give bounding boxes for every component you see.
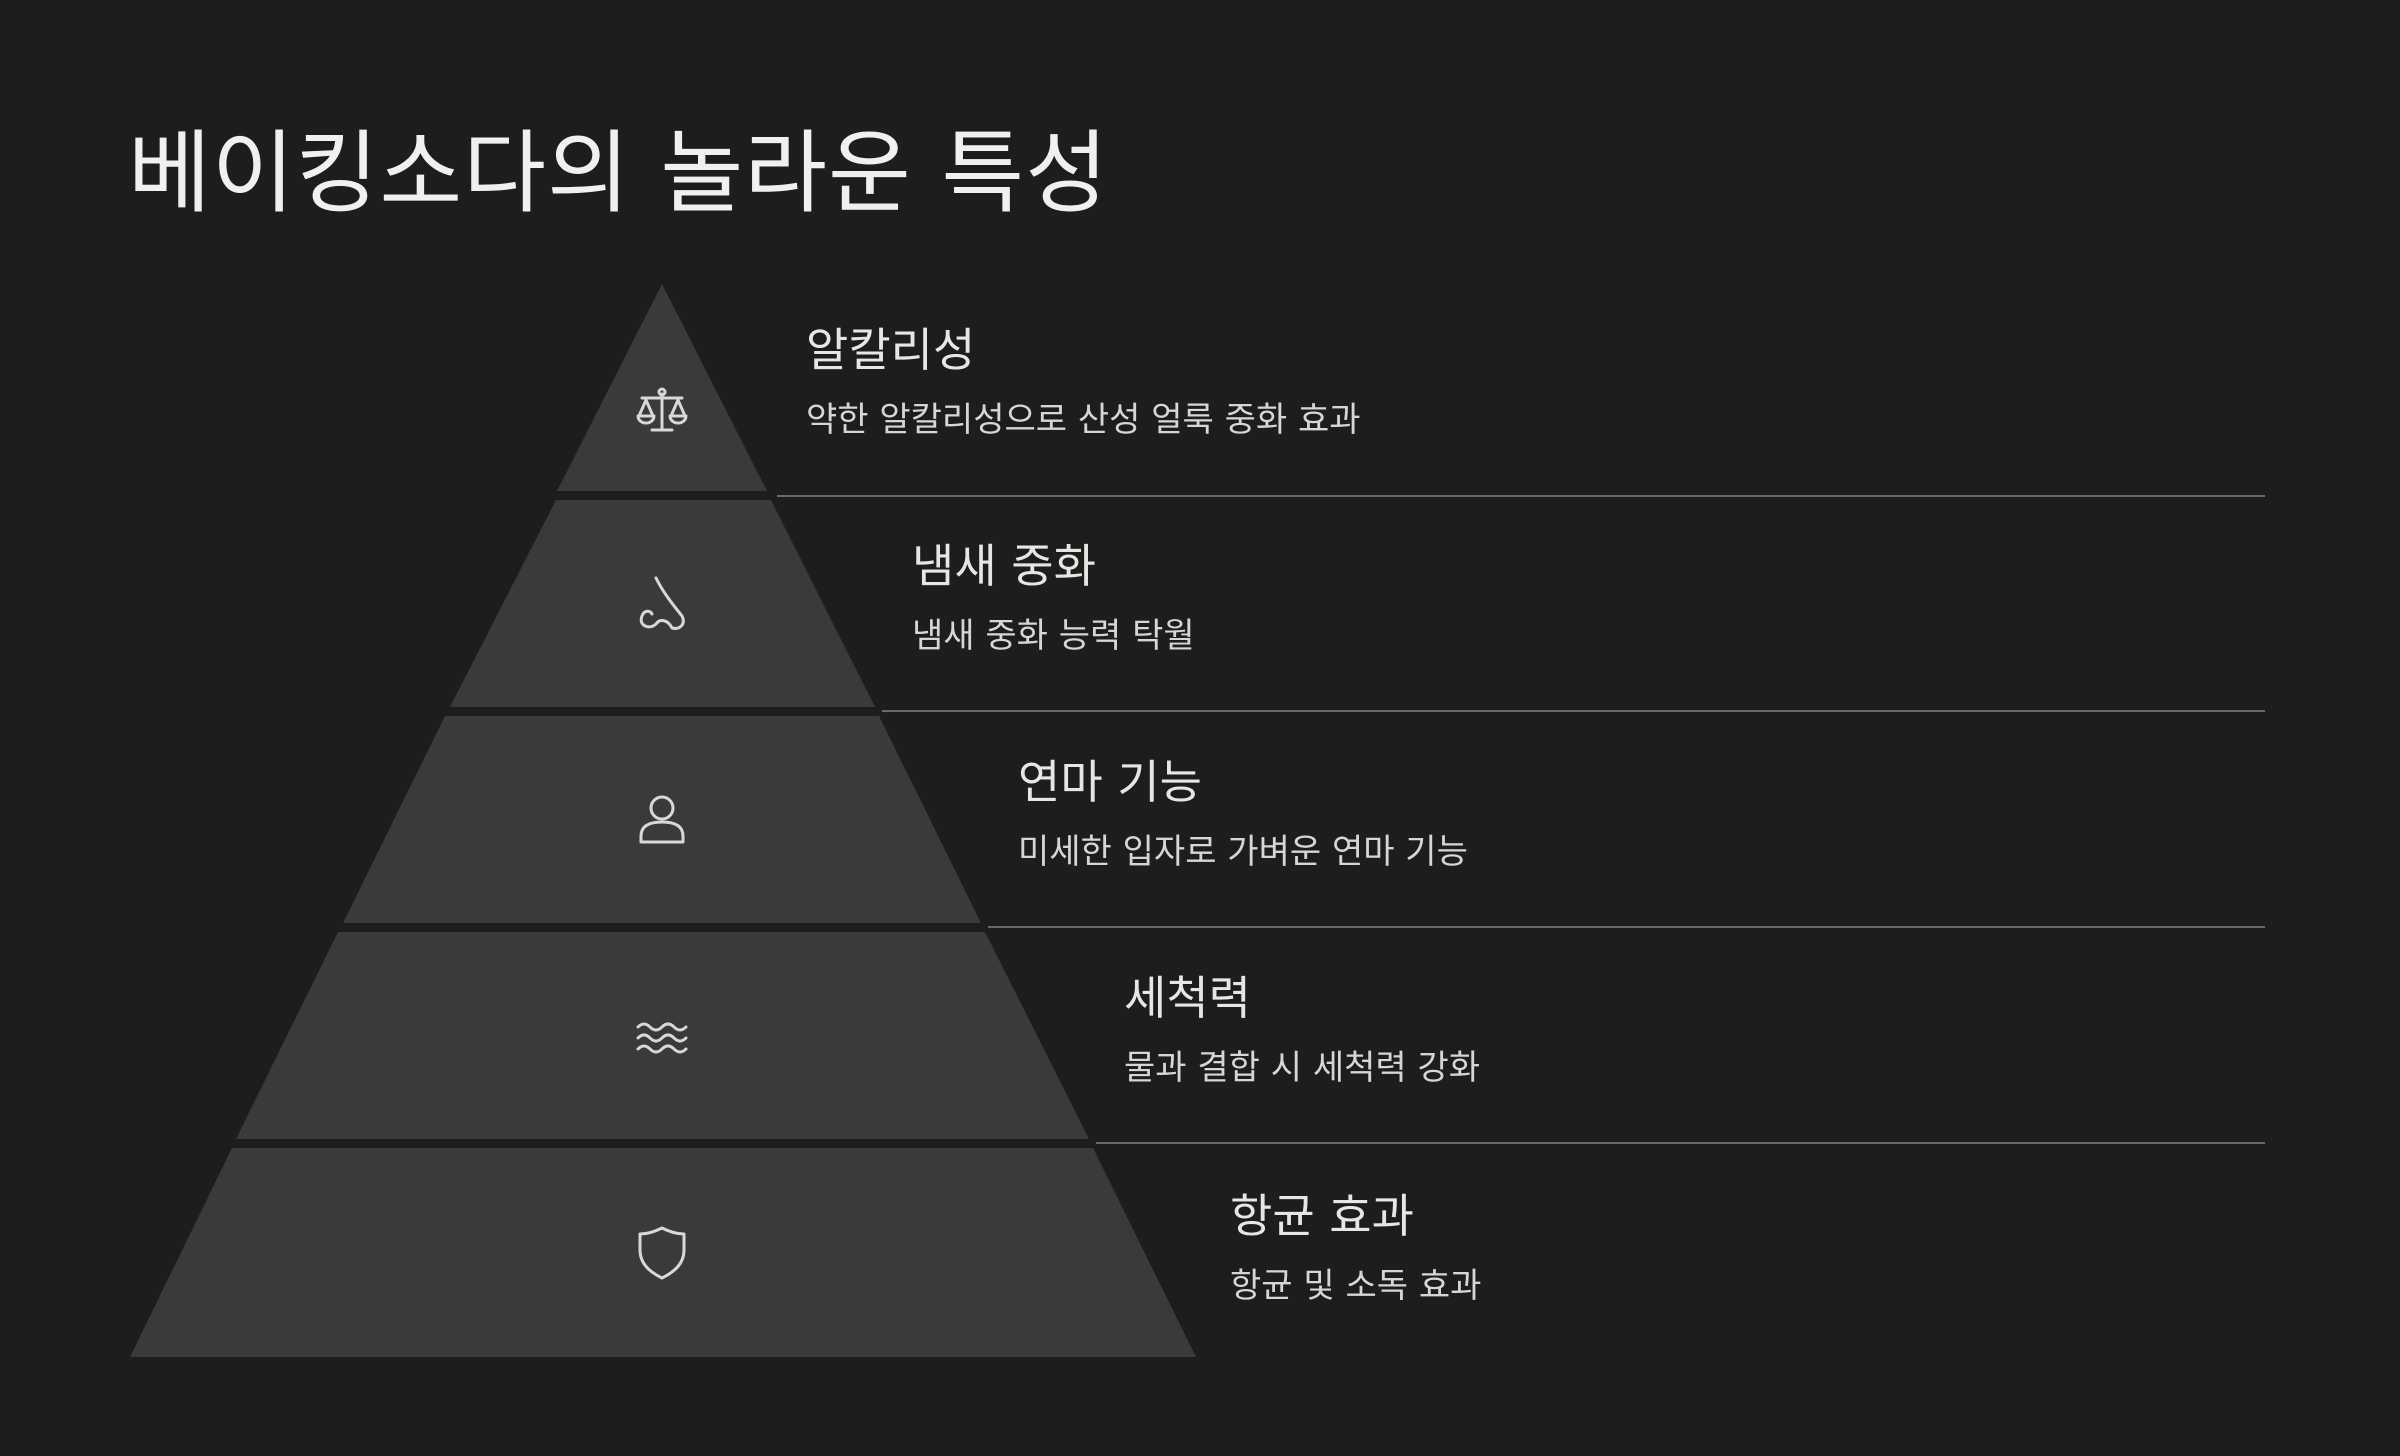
page-title: 베이킹소다의 놀라운 특성: [128, 121, 1110, 226]
nose-icon: [639, 576, 685, 630]
pyramid-tier-3: [343, 716, 2265, 928]
pyramid-tier-4: [236, 932, 2265, 1144]
tier-3-heading: 연마 기능: [1018, 755, 1202, 809]
tier-2-text: 냄새 중화 냄새 중화 능력 탁월: [912, 543, 1195, 653]
tier-4-text: 세척력 물과 결합 시 세척력 강화: [1124, 975, 1480, 1085]
pyramid-tier-2: [450, 500, 2265, 712]
tier-4-heading: 세척력: [1124, 971, 1251, 1025]
tier-3-description: 미세한 입자로 가벼운 연마 기능: [1018, 832, 1468, 872]
water-waves-icon: [636, 1022, 688, 1054]
tier-4-description: 물과 결합 시 세척력 강화: [1124, 1048, 1481, 1088]
shield-icon: [638, 1226, 686, 1280]
balance-scale-icon: [636, 387, 688, 432]
pyramid-tier-1: [557, 284, 2265, 497]
tier-5-text: 항균 효과 항균 및 소독 효과: [1230, 1193, 1481, 1303]
tier-1-text: 알칼리성 약한 알칼리성으로 산성 얼룩 중화 효과: [806, 327, 1361, 437]
tier-3-text: 연마 기능 미세한 입자로 가벼운 연마 기능: [1018, 759, 1468, 869]
tier-2-heading: 냄새 중화: [912, 539, 1096, 593]
person-icon: [639, 795, 685, 844]
tier-2-description: 냄새 중화 능력 탁월: [912, 616, 1195, 656]
tier-5-shape: [130, 1148, 1196, 1357]
tier-2-shape: [450, 500, 875, 707]
tier-5-description: 항균 및 소독 효과: [1230, 1266, 1482, 1306]
pyramid-tier-5: [130, 1148, 1196, 1357]
tier-5-heading: 항균 효과: [1230, 1189, 1414, 1243]
tier-1-description: 약한 알칼리성으로 산성 얼룩 중화 효과: [806, 400, 1361, 440]
tier-1-heading: 알칼리성: [806, 323, 976, 377]
tier-4-shape: [236, 932, 1089, 1139]
